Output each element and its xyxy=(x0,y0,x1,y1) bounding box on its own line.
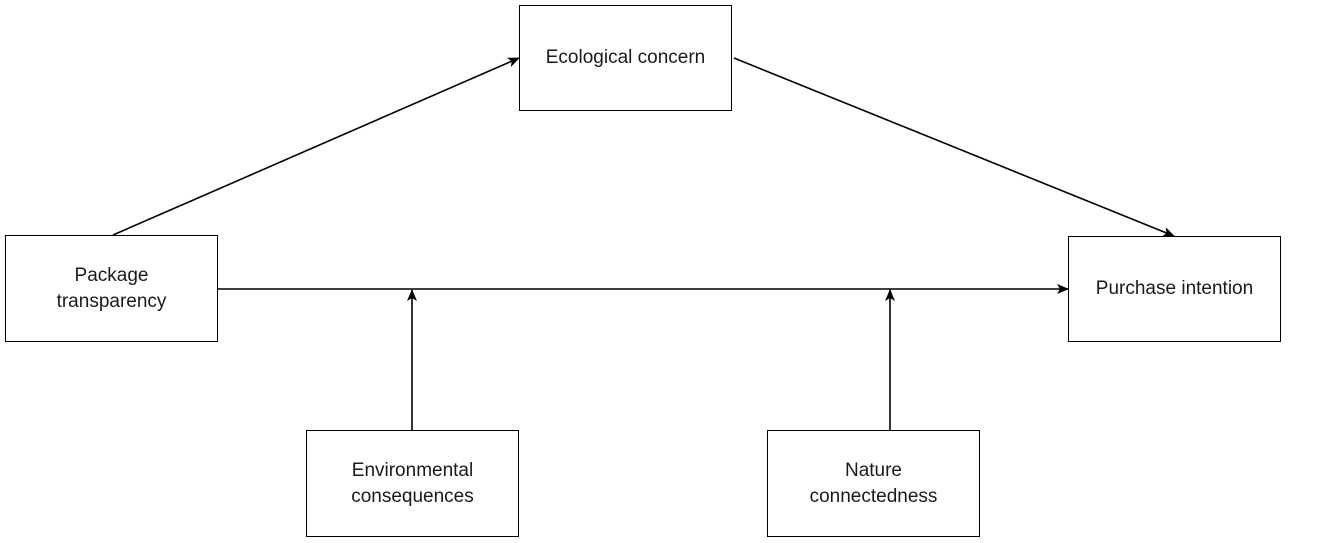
node-nature-connectedness: Nature connectedness xyxy=(767,430,980,537)
edge-package-to-ecological xyxy=(112,57,520,236)
node-label-nature-connectedness: Nature connectedness xyxy=(809,459,938,507)
node-ecological-concern: Ecological concern xyxy=(519,5,732,111)
node-purchase-intention: Purchase intention xyxy=(1068,236,1281,342)
node-label-ecological-concern: Ecological concern xyxy=(545,47,706,68)
node-label-purchase-intention: Purchase intention xyxy=(1095,278,1254,299)
node-package-transparency: Package transparency xyxy=(5,235,218,342)
node-label-environmental-consequences: Environmental consequences xyxy=(351,459,474,507)
node-label-package-transparency: Package transparency xyxy=(56,264,167,312)
node-environmental-consequences: Environmental consequences xyxy=(306,430,519,537)
edge-ecological-to-purchase xyxy=(733,57,1175,237)
